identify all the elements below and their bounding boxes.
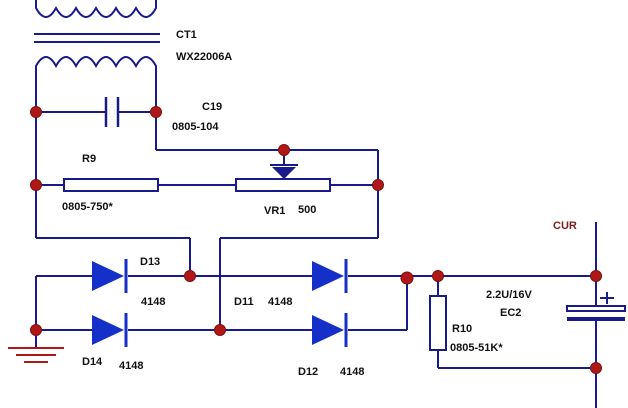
- vr1-value: 500: [298, 204, 316, 216]
- d13-ref: D13: [140, 256, 160, 268]
- resistor-r10: [429, 295, 447, 351]
- c19-ref: C19: [202, 101, 222, 113]
- r10-ref: R10: [452, 323, 472, 335]
- d12-value: 4148: [340, 366, 364, 378]
- d12-ref: D12: [298, 366, 318, 378]
- ground-icon: [8, 347, 64, 363]
- junction-dots: [30, 106, 602, 374]
- capacitor-c19: [104, 97, 120, 127]
- d13-value: 4148: [141, 296, 165, 308]
- d11-ref: D11: [234, 296, 254, 308]
- diode-d12: [312, 313, 348, 347]
- resistor-r9: [63, 178, 159, 192]
- r9-value: 0805-750*: [62, 201, 113, 213]
- d11-value: 4148: [268, 296, 292, 308]
- d14-value: 4148: [119, 360, 143, 372]
- d14-ref: D14: [82, 356, 103, 368]
- potentiometer-vr1: [235, 164, 331, 192]
- vr1-ref: VR1: [264, 205, 285, 217]
- c19-value: 0805-104: [172, 121, 219, 133]
- r9-ref: R9: [82, 153, 96, 165]
- transformer-ct1: [34, 0, 160, 75]
- wires: [35, 75, 597, 408]
- ct1-value: WX22006A: [176, 51, 232, 63]
- diode-d14: [92, 313, 128, 347]
- cur-label: CUR: [553, 220, 577, 232]
- ct1-ref: CT1: [176, 29, 197, 41]
- capacitor-ec2: [566, 292, 626, 321]
- ec2-value: 2.2U/16V: [486, 289, 533, 301]
- r10-value: 0805-51K*: [450, 342, 503, 354]
- diode-d11: [312, 259, 348, 293]
- ec2-ref: EC2: [500, 307, 521, 319]
- diode-d13: [92, 259, 128, 293]
